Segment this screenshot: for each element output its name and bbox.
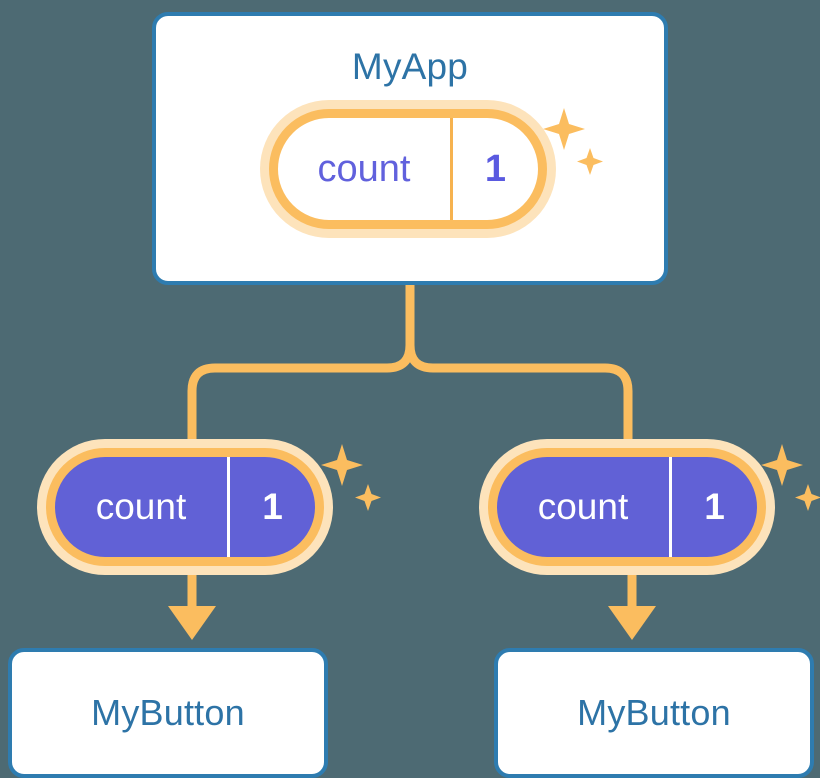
- branch-line-left: [187, 280, 415, 457]
- sparkle-group-right: [758, 440, 820, 525]
- state-key-label: count: [55, 457, 230, 557]
- branch-line-right: [405, 280, 633, 457]
- state-pill-mybutton-right[interactable]: count 1: [488, 448, 766, 566]
- sparkle-small-icon: [795, 484, 820, 511]
- sparkle-icon: [321, 444, 363, 486]
- state-value-label: 1: [484, 147, 507, 190]
- state-value-label: 1: [262, 486, 283, 527]
- state-value-label: 1: [704, 486, 725, 527]
- component-card-mybutton-right[interactable]: MyButton: [494, 648, 814, 778]
- component-card-mybutton-left[interactable]: MyButton: [8, 648, 328, 778]
- sparkle-small-icon: [355, 484, 381, 511]
- state-pill-body: count 1: [488, 448, 766, 566]
- page-title: MyApp: [351, 46, 469, 87]
- state-key-label: count: [497, 457, 672, 557]
- state-pill-body: count 1: [46, 448, 324, 566]
- state-pill-mybutton-left[interactable]: count 1: [46, 448, 324, 566]
- state-pill-myapp[interactable]: count 1: [269, 109, 547, 229]
- sparkle-icon: [761, 444, 803, 486]
- component-card-label: MyButton: [91, 692, 245, 733]
- state-key-label: count: [278, 118, 453, 220]
- component-card-label: MyButton: [577, 692, 731, 733]
- arrow-head-right-icon: [608, 606, 656, 640]
- sparkle-group-left: [318, 440, 388, 525]
- arrow-head-left-icon: [168, 606, 216, 640]
- state-pill-body: count 1: [269, 109, 547, 229]
